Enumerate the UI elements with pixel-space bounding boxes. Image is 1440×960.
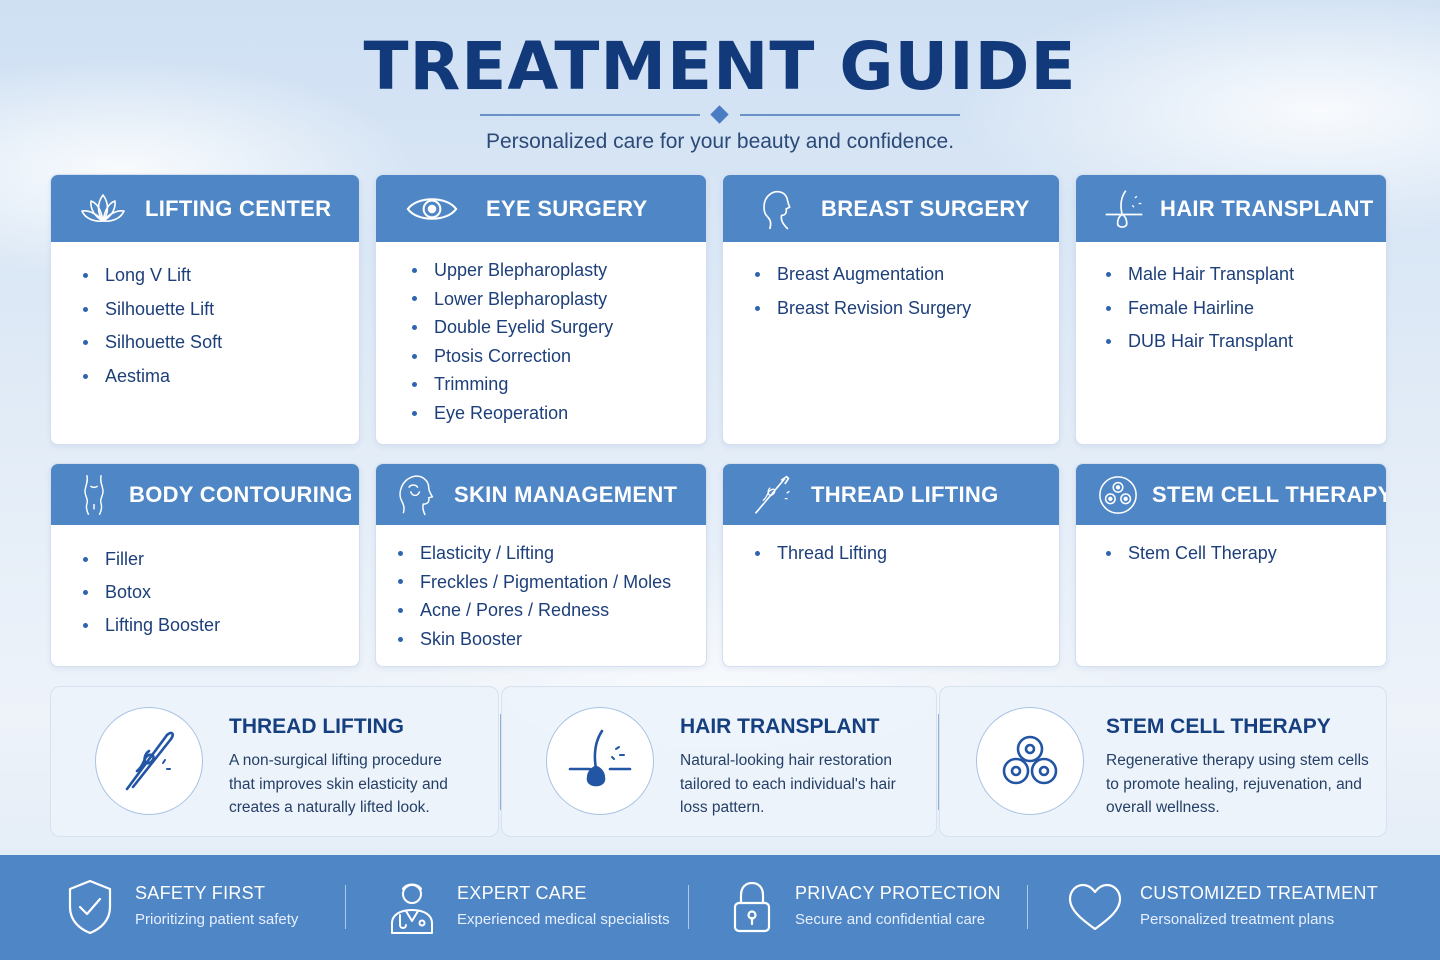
list-item: Eye Reoperation [412, 399, 706, 428]
feature-panel-thread-lifting[interactable]: THREAD LIFTING A non-surgical lifting pr… [50, 686, 499, 837]
feature-panels: THREAD LIFTING A non-surgical lifting pr… [50, 686, 1387, 837]
hair-follicle-icon [546, 707, 654, 815]
list-item: Skin Booster [398, 625, 706, 654]
card-header: HAIR TRANSPLANT [1076, 175, 1386, 242]
card-skin-management[interactable]: SKIN MANAGEMENT Elasticity / Lifting Fre… [375, 463, 707, 667]
card-title: STEM CELL THERAPY [1152, 481, 1387, 507]
card-stem-cell-therapy[interactable]: STEM CELL THERAPY Stem Cell Therapy [1075, 463, 1387, 667]
divider [938, 714, 939, 810]
card-header: SKIN MANAGEMENT [376, 464, 706, 525]
divider [1027, 885, 1028, 929]
footer-subtitle: Secure and confidential care [795, 911, 986, 928]
card-title: BODY CONTOURING [129, 481, 353, 507]
list-item: Lifting Booster [83, 609, 359, 642]
thread-needle-icon [749, 473, 795, 517]
list-item: Filler [83, 543, 359, 576]
list-item: DUB Hair Transplant [1106, 325, 1386, 359]
diamond-icon [710, 105, 729, 124]
list-item: Stem Cell Therapy [1106, 539, 1386, 568]
divider [345, 885, 346, 929]
card-title: HAIR TRANSPLANT [1160, 195, 1374, 221]
footer-title: PRIVACY PROTECTION [795, 883, 1001, 903]
cells-icon [1096, 473, 1140, 517]
card-header: BREAST SURGERY [723, 175, 1059, 242]
list-item: Long V Lift [83, 259, 359, 293]
feature-description: Regenerative therapy using stem cells to… [1106, 752, 1369, 816]
feature-description: Natural-looking hair restoration tailore… [680, 752, 896, 816]
card-title: SKIN MANAGEMENT [454, 481, 678, 507]
divider [688, 885, 689, 929]
thread-needle-icon [95, 707, 203, 815]
card-hair-transplant[interactable]: HAIR TRANSPLANT Male Hair Transplant Fem… [1075, 174, 1387, 445]
footer-title: SAFETY FIRST [135, 883, 266, 903]
list-item: Freckles / Pigmentation / Moles [398, 568, 706, 597]
list-item: Silhouette Soft [83, 326, 359, 360]
card-lifting-center[interactable]: LIFTING CENTER Long V Lift Silhouette Li… [50, 174, 360, 445]
list-item: Silhouette Lift [83, 293, 359, 327]
footer-title: CUSTOMIZED TREATMENT [1140, 883, 1379, 903]
card-title: THREAD LIFTING [811, 481, 999, 507]
eye-icon [404, 187, 460, 231]
title-divider [480, 105, 960, 124]
list-item: Female Hairline [1106, 292, 1386, 326]
footer-subtitle: Personalized treatment plans [1140, 911, 1335, 928]
feature-title: THREAD LIFTING [229, 715, 404, 738]
card-header: BODY CONTOURING [51, 464, 359, 525]
feature-panel-hair-transplant[interactable]: HAIR TRANSPLANT Natural-looking hair res… [501, 686, 937, 837]
card-body-contouring[interactable]: BODY CONTOURING Filler Botox Lifting Boo… [50, 463, 360, 667]
list-item: Ptosis Correction [412, 342, 706, 371]
card-eye-surgery[interactable]: EYE SURGERY Upper Blepharoplasty Lower B… [375, 174, 707, 445]
list-item: Thread Lifting [755, 539, 1059, 568]
footer-subtitle: Experienced medical specialists [457, 911, 670, 928]
lotus-icon [75, 187, 131, 231]
card-title: LIFTING CENTER [145, 195, 332, 221]
footer-bar: SAFETY FIRST Prioritizing patient safety… [0, 855, 1440, 960]
card-title: BREAST SURGERY [821, 195, 1030, 221]
list-item: Elasticity / Lifting [398, 539, 706, 568]
hair-follicle-icon [1100, 187, 1148, 231]
page-title: TREATMENT GUIDE [363, 28, 1077, 105]
list-item: Breast Revision Surgery [755, 292, 1059, 326]
divider [500, 714, 501, 810]
feature-description: A non-surgical lifting procedure that im… [229, 752, 448, 816]
list-item: Botox [83, 576, 359, 609]
list-item: Lower Blepharoplasty [412, 285, 706, 314]
card-header: EYE SURGERY [376, 175, 706, 242]
list-item: Upper Blepharoplasty [412, 256, 706, 285]
doctor-icon [384, 877, 440, 937]
feature-title: HAIR TRANSPLANT [680, 715, 880, 738]
profile-icon [753, 187, 801, 231]
heart-icon [1066, 877, 1124, 937]
body-silhouette-icon [71, 473, 117, 517]
list-item: Trimming [412, 370, 706, 399]
list-item: Double Eyelid Surgery [412, 313, 706, 342]
footer-title: EXPERT CARE [457, 883, 587, 903]
feature-title: STEM CELL THERAPY [1106, 715, 1331, 738]
face-profile-icon [394, 473, 438, 517]
list-item: Male Hair Transplant [1106, 258, 1386, 292]
card-title: EYE SURGERY [486, 195, 648, 221]
card-header: THREAD LIFTING [723, 464, 1059, 525]
feature-panel-stem-cell-therapy[interactable]: STEM CELL THERAPY Regenerative therapy u… [939, 686, 1387, 837]
list-item: Breast Augmentation [755, 258, 1059, 292]
card-header: LIFTING CENTER [51, 175, 359, 242]
footer-subtitle: Prioritizing patient safety [135, 911, 299, 928]
card-thread-lifting[interactable]: THREAD LIFTING Thread Lifting [722, 463, 1060, 667]
cells-icon [976, 707, 1084, 815]
page-subtitle: Personalized care for your beauty and co… [485, 130, 955, 153]
list-item: Aestima [83, 360, 359, 394]
card-header: STEM CELL THERAPY [1076, 464, 1386, 525]
card-breast-surgery[interactable]: BREAST SURGERY Breast Augmentation Breas… [722, 174, 1060, 445]
shield-check-icon [62, 877, 118, 937]
list-item: Acne / Pores / Redness [398, 596, 706, 625]
lock-icon [724, 877, 780, 937]
